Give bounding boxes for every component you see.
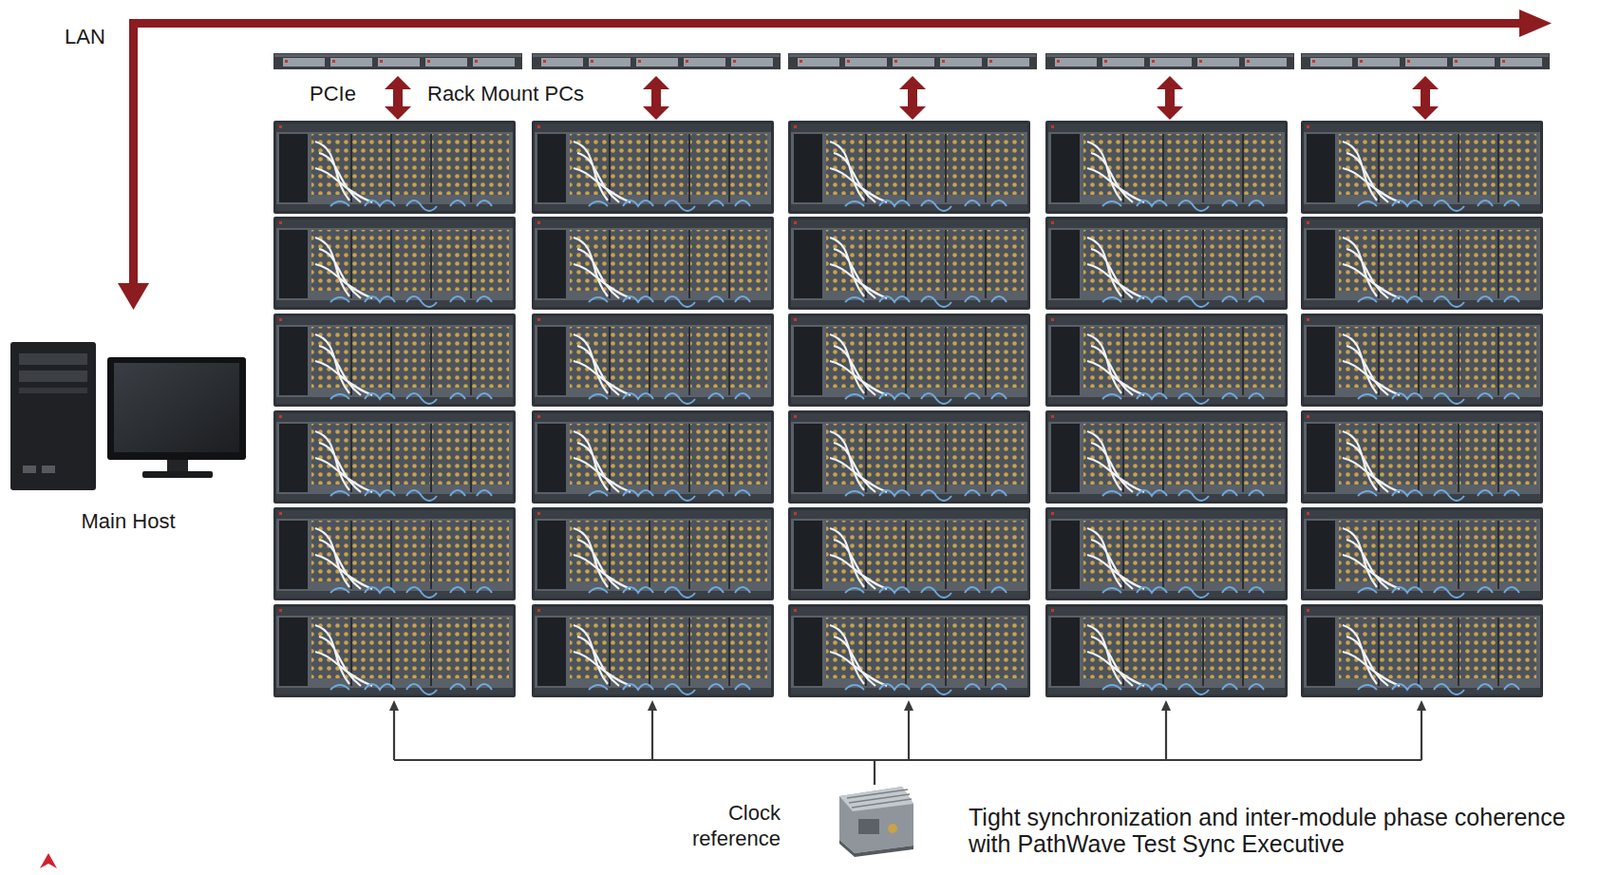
- chassis: [273, 603, 516, 697]
- chassis: [531, 120, 774, 214]
- rack-pc: [788, 53, 1037, 70]
- chassis: [788, 603, 1031, 697]
- chassis: [1300, 410, 1544, 504]
- chassis-grid: [273, 120, 1544, 697]
- clock-arrowheads: [389, 699, 1427, 711]
- pcie-arrow: [1156, 75, 1184, 120]
- chassis: [788, 410, 1031, 504]
- pcie-arrow: [899, 75, 926, 120]
- drive-bay: [18, 353, 88, 365]
- chassis: [531, 410, 774, 504]
- chassis: [531, 603, 774, 697]
- clock-port: [858, 818, 880, 834]
- monitor: [107, 357, 246, 460]
- rack-pcs-label: Rack Mount PCs: [427, 80, 584, 107]
- logo-mark: [39, 852, 57, 868]
- chassis: [273, 216, 516, 310]
- lan-drop-line: [129, 18, 138, 285]
- pcie-label: PCIe: [309, 80, 357, 107]
- clock-lines: [394, 708, 1422, 785]
- chassis: [1045, 313, 1288, 407]
- main-host-computer: [10, 341, 246, 490]
- chassis: [788, 120, 1031, 214]
- sync-caption: Tight synchronization and inter-module p…: [968, 803, 1588, 857]
- monitor-screen: [113, 362, 240, 452]
- chassis: [1300, 216, 1544, 310]
- chassis: [788, 216, 1031, 310]
- chassis: [1300, 120, 1544, 214]
- rack-pc: [1300, 53, 1550, 70]
- chassis: [273, 120, 516, 214]
- rack-pc: [1045, 53, 1295, 70]
- chassis: [788, 313, 1031, 407]
- tower: [10, 341, 96, 490]
- pcie-arrow: [642, 75, 670, 120]
- rack-pc: [273, 53, 523, 70]
- pcie-arrow: [384, 75, 412, 120]
- tower-button: [22, 465, 37, 473]
- pcie-arrows: [384, 75, 1439, 120]
- main-host-text: Main Host: [0, 508, 257, 534]
- lan-label: LAN: [64, 23, 106, 50]
- drive-bay: [18, 370, 88, 382]
- chassis: [1300, 313, 1544, 407]
- clock-body: [839, 786, 914, 853]
- chassis: [273, 313, 516, 407]
- clock-connector: [887, 823, 898, 833]
- chassis: [1045, 216, 1288, 310]
- chassis: [531, 313, 774, 407]
- chassis: [1045, 603, 1288, 697]
- chassis: [1045, 120, 1288, 214]
- chassis: [273, 410, 516, 504]
- lan-arrow: [117, 9, 1552, 310]
- rack-mount-pcs: [273, 53, 1550, 70]
- chassis: [1045, 410, 1288, 504]
- rack-pc: [531, 53, 781, 70]
- pcie-arrow: [1411, 75, 1439, 120]
- chassis: [273, 507, 516, 601]
- tower-button: [41, 465, 56, 473]
- chassis: [1300, 603, 1544, 697]
- lan-line: [129, 18, 1524, 28]
- main-host: Main Host: [0, 332, 257, 534]
- lan-arrowhead: [1519, 9, 1552, 38]
- clock-fins: [847, 789, 912, 808]
- chassis: [788, 507, 1031, 601]
- clock-reference-text: Clock reference: [655, 799, 781, 851]
- lan-arrowhead: [117, 282, 150, 310]
- clock-top: [839, 786, 914, 811]
- monitor-base: [142, 470, 213, 478]
- chassis: [531, 216, 774, 310]
- monitor-stand: [167, 459, 189, 472]
- chassis: [1300, 507, 1544, 601]
- clock-reference: Clock reference: [655, 799, 781, 857]
- clock-distribution: [389, 699, 1427, 785]
- clock-device: [839, 786, 914, 857]
- chassis: [1045, 507, 1288, 601]
- drive-bay: [18, 387, 88, 394]
- clock-base: [839, 839, 914, 857]
- chassis: [531, 507, 774, 601]
